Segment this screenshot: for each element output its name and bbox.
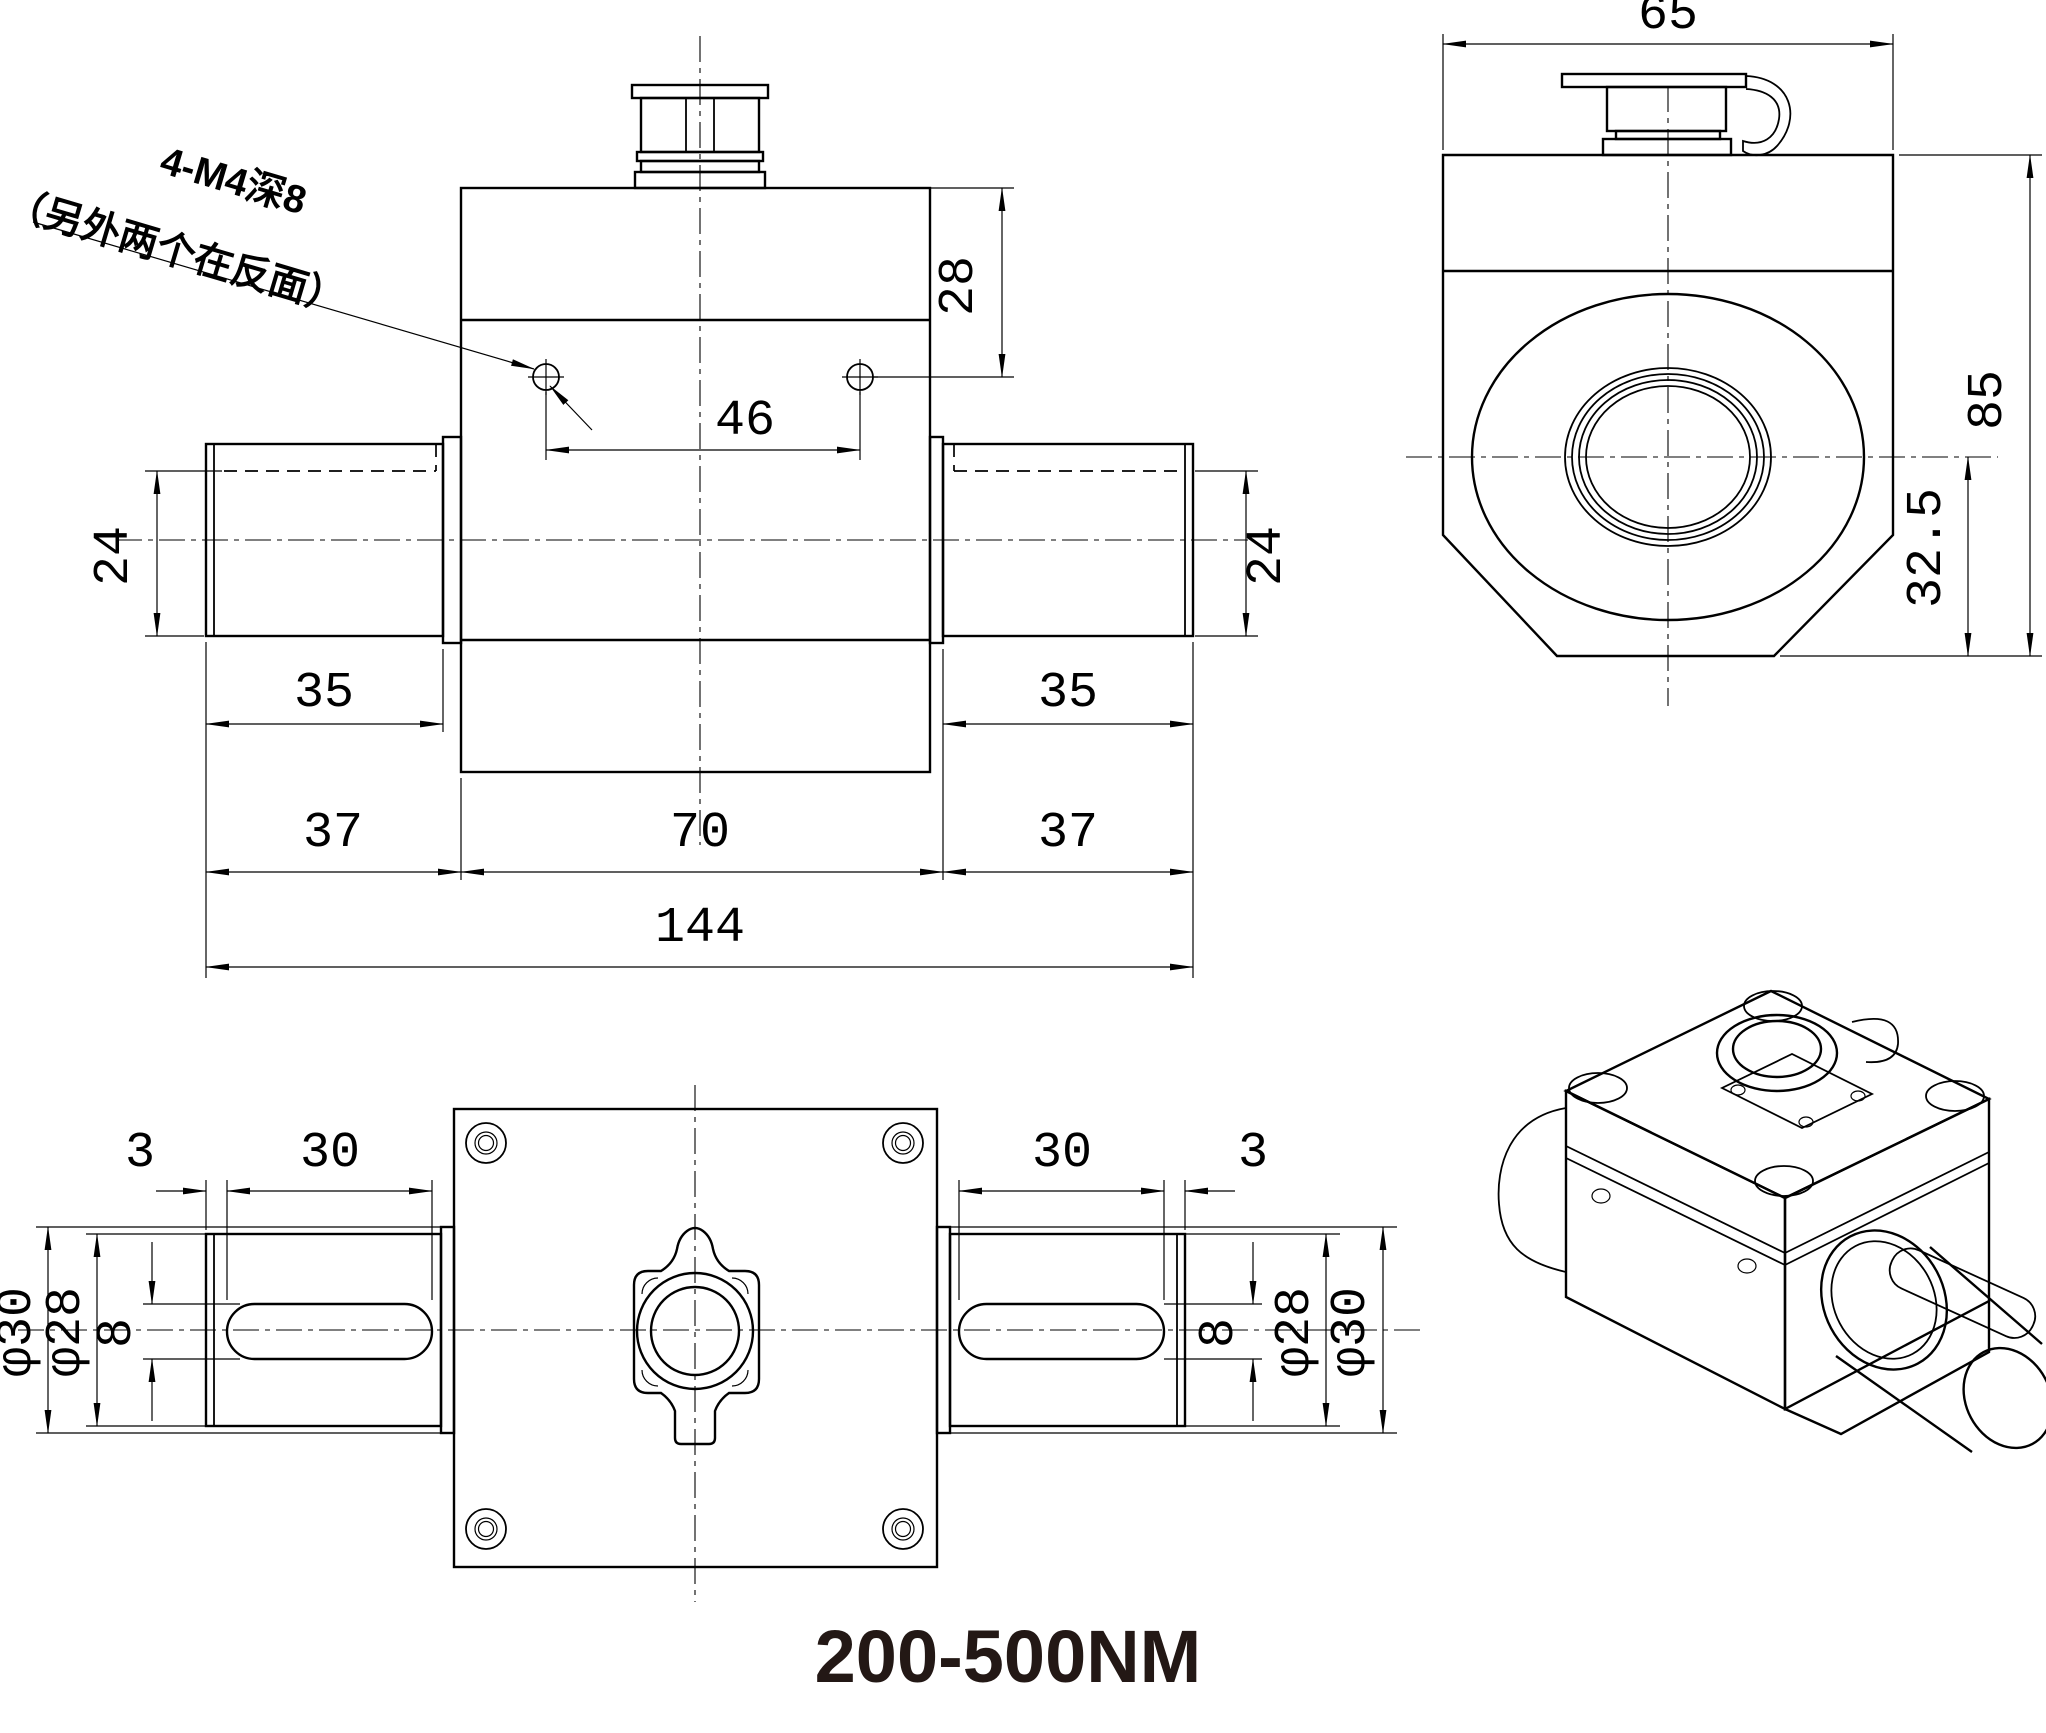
dim-dia28-right: φ28	[1185, 1233, 1340, 1427]
bore-ring-2	[1571, 373, 1765, 541]
shaft-right-bottom	[935, 1225, 1187, 1435]
mounting-hole	[882, 1508, 924, 1550]
keyway-hidden-right	[953, 444, 1178, 472]
dim-label: 85	[1960, 370, 2017, 430]
dim-3-left: 3	[125, 1125, 207, 1230]
dim-dia28-left: φ28	[38, 1233, 206, 1427]
note-leader	[32, 221, 535, 370]
dim-label: φ30	[0, 1287, 46, 1377]
dim-label: 3	[125, 1125, 155, 1182]
boss-circle	[1470, 292, 1866, 622]
iso-shaft	[1819, 1229, 2046, 1453]
drawing-title: 200-500NM	[815, 1615, 1202, 1698]
dim-label: 24	[1239, 526, 1296, 586]
keyway-right	[957, 1302, 1166, 1361]
iso-connector	[1715, 1013, 1899, 1130]
bottom-view: 3 30 30 3 φ30	[0, 1085, 1424, 1602]
mounting-hole	[465, 1508, 507, 1550]
bore-ring-4	[1585, 385, 1751, 529]
connector-side	[1560, 72, 1792, 157]
bore-ring-1	[1564, 367, 1772, 547]
dim-30-right: 30	[958, 1125, 1165, 1300]
dim-label: 65	[1638, 0, 1698, 44]
center-coupling	[632, 1226, 761, 1446]
dim-28: 28	[873, 187, 1014, 378]
collar-right	[928, 435, 945, 645]
dim-label: φ28	[38, 1287, 95, 1377]
note-leader-arrow2	[549, 385, 593, 431]
isometric-view	[1497, 989, 2046, 1453]
dim-label: 30	[1032, 1125, 1092, 1182]
iso-left-face	[1564, 1089, 1787, 1411]
bore-ring-3	[1578, 379, 1758, 535]
dim-label: φ30	[1323, 1287, 1380, 1377]
dim-30-left: 30	[226, 1125, 433, 1300]
m4-hole-right	[842, 359, 878, 395]
dim-label: 37	[1038, 805, 1098, 862]
iso-screw	[1925, 1080, 1985, 1112]
iso-bottom-chamfer	[1784, 1301, 1991, 1436]
dim-65: 65	[1442, 0, 1894, 150]
dim-label: 24	[86, 526, 143, 586]
dim-144: 144	[205, 900, 1194, 971]
dim-24-right: 24	[1195, 470, 1296, 637]
dim-label: 32.5	[1899, 488, 1956, 608]
dim-32-5: 32.5	[1899, 456, 1972, 657]
dim-37-70-37: 37 70 37	[205, 778, 1194, 880]
front-view: 4-M4深8 （另外两个在反面） 46 28 24 24	[1, 36, 1296, 978]
dim-35-right: 35	[942, 642, 1194, 978]
keyway-hidden-left	[224, 444, 437, 472]
dim-label: 35	[1038, 665, 1098, 722]
dim-label: 3	[1238, 1125, 1268, 1182]
iso-screw	[1568, 1072, 1628, 1104]
cable-hook	[1742, 75, 1792, 157]
connector-front	[630, 83, 770, 190]
dim-3-right: 3	[1184, 1125, 1268, 1230]
dim-46: 46	[545, 392, 861, 460]
thread-note-line1: 4-M4深8	[155, 139, 311, 223]
dim-label: φ28	[1267, 1287, 1324, 1377]
dim-label: 37	[303, 805, 363, 862]
dim-label: 144	[655, 900, 745, 957]
shaft-left-bottom	[204, 1225, 456, 1435]
keyway-left	[225, 1302, 434, 1361]
dim-label: 8	[1191, 1318, 1248, 1348]
dim-dia30-left: φ30	[0, 1226, 441, 1434]
dim-label: 30	[300, 1125, 360, 1182]
collar-left	[441, 435, 463, 645]
dim-8-right: 8	[1164, 1242, 1262, 1421]
dim-dia30-right: φ30	[950, 1226, 1397, 1434]
iso-right-face	[1783, 1097, 1991, 1411]
dim-label: 46	[715, 393, 775, 450]
dim-label: 35	[294, 665, 354, 722]
iso-rear-stub	[1497, 1107, 1567, 1273]
dim-24-left: 24	[86, 470, 222, 637]
dim-label: 70	[670, 805, 730, 862]
dim-label: 8	[89, 1318, 146, 1348]
m4-hole-left	[528, 359, 564, 395]
dim-8-left: 8	[89, 1242, 240, 1421]
dim-35-left: 35	[205, 642, 444, 978]
body-outline	[459, 186, 932, 774]
iso-screw	[1754, 1165, 1814, 1197]
mounting-hole	[882, 1122, 924, 1164]
mounting-hole	[465, 1122, 507, 1164]
side-view: 65 85 32.5	[1406, 0, 2042, 706]
body-outline-side	[1441, 153, 1895, 658]
dim-85: 85	[1780, 154, 2042, 657]
dim-label: 28	[931, 256, 988, 316]
